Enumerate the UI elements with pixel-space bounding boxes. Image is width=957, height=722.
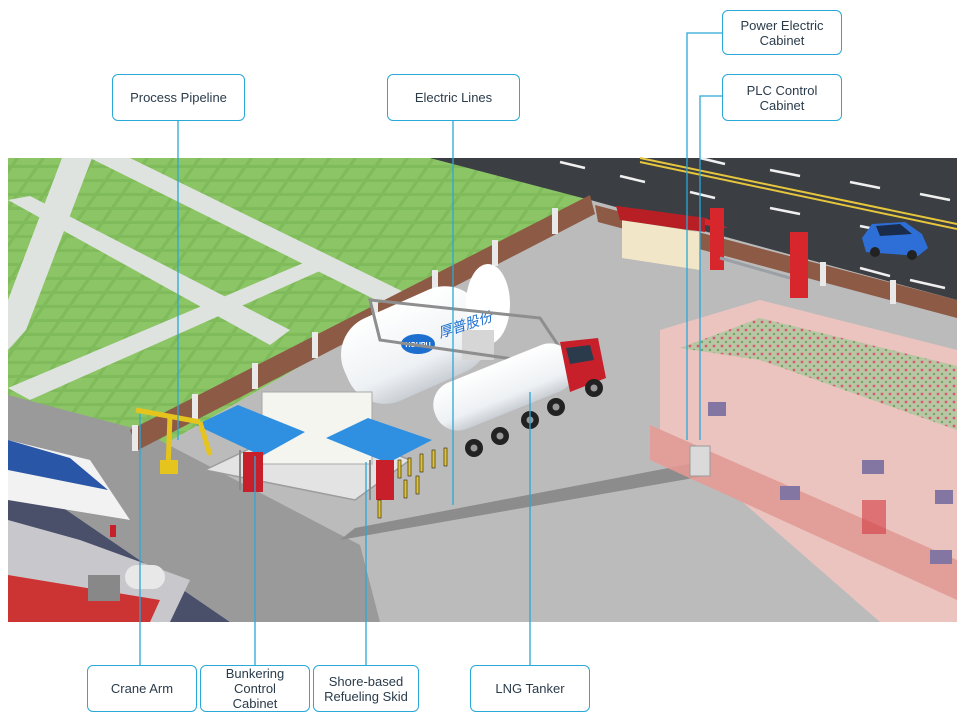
crane-base xyxy=(160,460,178,474)
label-power-electric-cabinet: Power Electric Cabinet xyxy=(722,10,842,55)
quay-wall xyxy=(8,395,380,622)
callout-line-power xyxy=(686,32,722,440)
canopy-right xyxy=(326,418,432,463)
pipeline-trench xyxy=(340,462,705,540)
power-electric-cabinet-unit xyxy=(689,445,711,477)
label-process-pipeline: Process Pipeline xyxy=(112,74,245,121)
road-center-lines xyxy=(639,157,957,230)
callout-lines xyxy=(139,32,722,665)
label-crane-arm: Crane Arm xyxy=(87,665,197,712)
safety-bollards xyxy=(377,447,448,519)
label-shore-based-refueling-skid: Shore-based Refueling Skid xyxy=(313,665,419,712)
gate xyxy=(719,256,791,280)
label-plc-control-cabinet: PLC Control Cabinet xyxy=(722,74,842,121)
label-lng-tanker: LNG Tanker xyxy=(470,665,590,712)
wall-posts xyxy=(132,208,896,451)
refueling-dispenser xyxy=(376,460,394,500)
office-building xyxy=(650,300,957,622)
callout-line-plc xyxy=(699,95,722,440)
ship xyxy=(8,440,190,622)
label-electric-lines: Electric Lines xyxy=(387,74,520,121)
grass-field xyxy=(8,158,590,470)
road xyxy=(430,158,957,305)
canopy-left xyxy=(196,405,305,456)
grass-paths xyxy=(8,158,420,400)
blue-car xyxy=(862,222,928,260)
label-bunkering-control-cabinet: Bunkering Control Cabinet xyxy=(200,665,310,712)
bunkering-control-cabinet xyxy=(243,452,263,492)
lng-truck xyxy=(433,338,606,457)
